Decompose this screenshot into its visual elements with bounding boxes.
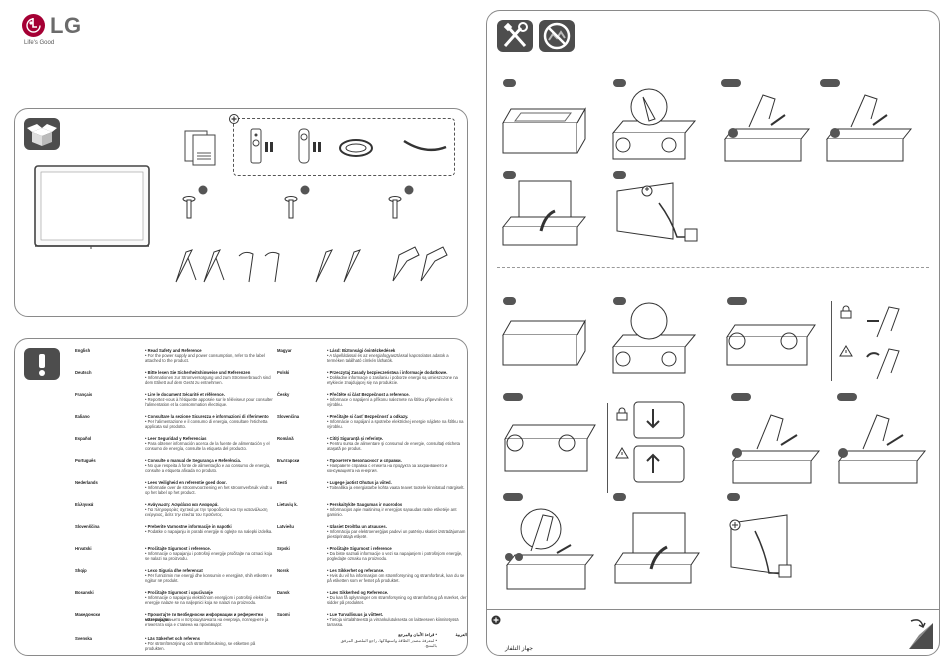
- step-badge: [503, 171, 516, 179]
- no-rough-surface-icon: [539, 20, 575, 52]
- screw-stand-illustration: [723, 94, 811, 162]
- lift-tv-illustration: [614, 512, 700, 584]
- step-badge: [503, 493, 523, 501]
- optional-accessories-box: [229, 114, 455, 176]
- step-badge: [727, 493, 740, 501]
- vertical-divider: [831, 301, 832, 381]
- connect-cable-illustration: [729, 514, 792, 578]
- screw-a-icon: [182, 185, 208, 219]
- cable-holder-icon: [339, 139, 373, 157]
- remote-control-icon: [250, 128, 262, 164]
- step-badge: [613, 79, 626, 87]
- lg-logo-text: LG: [50, 13, 82, 38]
- stand-legs-c: [315, 249, 361, 283]
- screwdriver-wrench-icon: [497, 20, 533, 52]
- step-badge: [613, 297, 626, 305]
- section-separator: [497, 267, 929, 268]
- step-badge: [721, 79, 741, 87]
- tv-illustration: [34, 165, 150, 249]
- vertical-divider: [607, 403, 608, 493]
- step-badge: [613, 171, 626, 179]
- connect-cable-illustration: [616, 182, 698, 242]
- attach-stand-illustration: [611, 88, 697, 160]
- warning-icon: [615, 447, 629, 459]
- stand-legs-b: [238, 251, 280, 283]
- screw-stand-illustration: [731, 414, 821, 484]
- warning-icon: [839, 345, 853, 357]
- barcode-label: جهاز التلفاز: [505, 646, 533, 652]
- lock-icon: [840, 305, 852, 319]
- lock-icon: [616, 407, 628, 421]
- slot-insert-illustration: [633, 401, 685, 439]
- power-cord-icon: [403, 139, 447, 152]
- step-badge: [613, 493, 626, 501]
- step-badge: [727, 297, 747, 305]
- stand-lock-illustration: [866, 348, 900, 380]
- lg-logo-emblem: [22, 14, 45, 37]
- screw-b-icon: [284, 185, 310, 219]
- lift-tv-illustration: [501, 180, 587, 246]
- attach-stand-illustration: [726, 324, 816, 366]
- screw-stand-illustration: [505, 508, 595, 590]
- exclamation-icon: [24, 348, 60, 380]
- batteries-icon: [265, 142, 273, 152]
- attach-stand-illustration: [611, 302, 697, 374]
- step-badge: [820, 79, 840, 87]
- contents-panel: [14, 108, 468, 317]
- batteries-icon: [313, 142, 321, 152]
- slot-insert-illustration: [633, 445, 685, 483]
- tv-in-box-illustration: [502, 319, 586, 366]
- page-turn-icon: [909, 619, 933, 649]
- plus-circle-icon: [491, 615, 501, 625]
- lg-tagline: Life's Good: [24, 40, 55, 46]
- step-badge: [503, 297, 516, 305]
- screw-stand-illustration: [825, 94, 913, 162]
- safety-panel: English• Read Safety and Reference• For …: [14, 338, 468, 656]
- plus-circle-icon: [229, 114, 239, 124]
- box-open-icon: [24, 118, 60, 150]
- step-badge: [837, 393, 857, 401]
- stand-slots-illustration: [504, 424, 596, 472]
- magic-remote-icon: [298, 128, 310, 164]
- step-badge: [503, 79, 516, 87]
- screw-c-icon: [388, 185, 414, 219]
- manuals-icon: [184, 130, 216, 166]
- screw-stand-illustration: [837, 414, 927, 484]
- step-badge: [731, 393, 751, 401]
- step-badge: [503, 393, 523, 401]
- tv-in-box-illustration: [502, 107, 586, 154]
- stand-lock-illustration: [859, 301, 915, 341]
- bottom-rule: [487, 609, 939, 610]
- stand-legs-a: [175, 249, 225, 283]
- stand-legs-d: [392, 246, 448, 282]
- assembly-panel: جهاز التلفاز: [486, 10, 940, 656]
